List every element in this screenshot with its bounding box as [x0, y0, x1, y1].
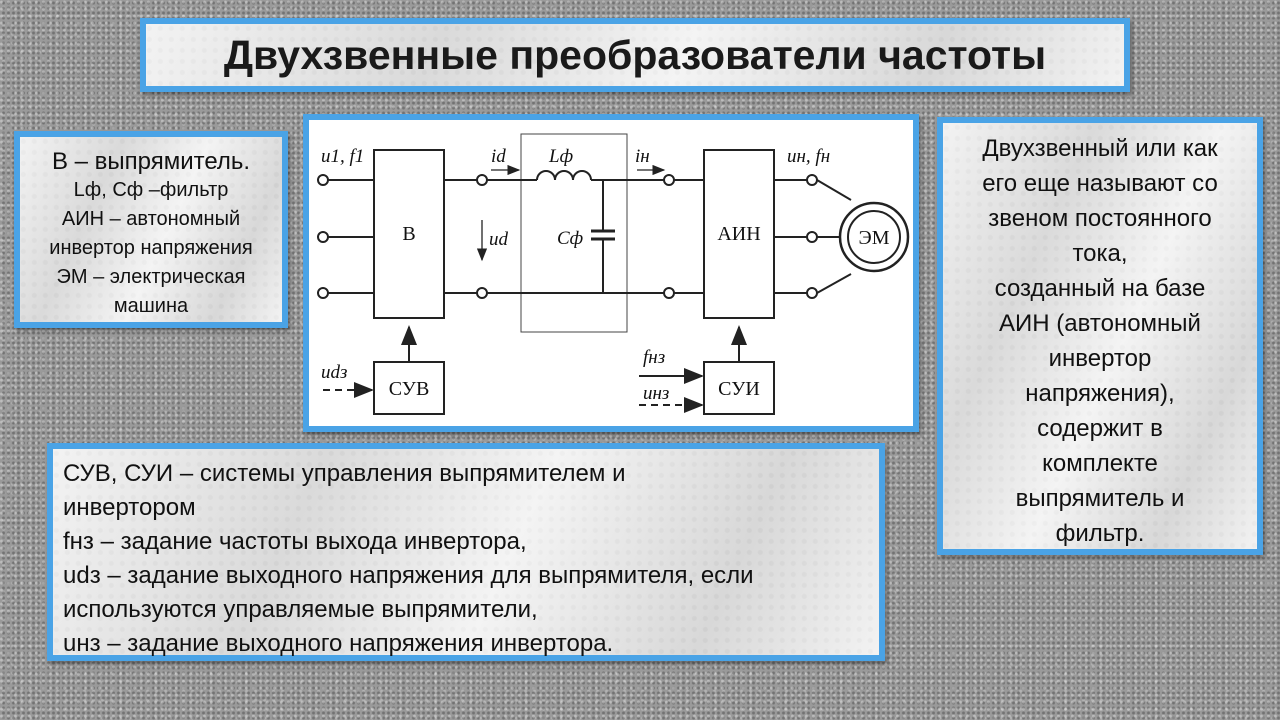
legend-line-filter: Lф, Сф –фильтр	[73, 179, 229, 201]
legend-line-machine: ЭМ – электрическая	[56, 266, 246, 288]
description-box: Двухзвенный или как его еще называют со …	[937, 117, 1263, 555]
input-label: u1, f1	[321, 146, 364, 167]
description-line: Двухзвенный или как	[982, 135, 1218, 162]
legend-line-machine-2: машина	[113, 295, 189, 317]
ud-label: ud	[489, 229, 509, 250]
description-line: тока,	[1072, 240, 1128, 267]
legend-line-inverter-2: инвертор напряжения	[49, 237, 253, 259]
title-box: Двухзвенные преобразователи частоты	[140, 18, 1130, 92]
notation-line: uнз – задание выходного напряжения инвер…	[63, 630, 614, 657]
unz-label: uнз	[643, 383, 669, 404]
input-terminal-3	[317, 287, 329, 299]
notation-line: инвертором	[63, 494, 196, 521]
dc-terminal-top-2	[663, 174, 675, 186]
machine-label: ЭМ	[859, 227, 890, 249]
description-line: звеном постоянного	[988, 205, 1212, 232]
fnz-label: fнз	[643, 347, 665, 368]
notation-line: СУВ, СУИ – системы управления выпрямител…	[63, 460, 626, 487]
dc-terminal-top-1	[476, 174, 488, 186]
rect-control-label: СУВ	[389, 378, 430, 400]
output-terminal-2	[806, 231, 818, 243]
circuit-diagram: В АИН	[303, 114, 919, 432]
description-line: его еще называют со	[982, 170, 1218, 197]
input-terminal-1	[317, 174, 329, 186]
description-line: напряжения),	[1025, 380, 1175, 407]
description-line: созданный на базе	[994, 275, 1206, 302]
inv-control-label: СУИ	[718, 378, 760, 400]
dc-terminal-bottom-2	[663, 287, 675, 299]
id-label: id	[491, 146, 506, 167]
output-terminal-3	[806, 287, 818, 299]
filter-box	[520, 133, 628, 333]
page-title: Двухзвенные преобразователи частоты	[223, 31, 1047, 78]
output-label: uн, fн	[787, 146, 830, 167]
description-line: комплекте	[1042, 450, 1158, 477]
in-label: iн	[635, 146, 650, 167]
capacitor-label: Cф	[557, 228, 583, 249]
inductor	[536, 170, 592, 181]
inductor-label: Lф	[548, 146, 573, 167]
rectifier-block	[373, 149, 445, 319]
inverter-block	[703, 149, 775, 319]
rectifier-label: В	[402, 223, 415, 245]
notation-line: udз – задание выходного напряжения для в…	[63, 562, 754, 589]
machine-wire-3	[816, 273, 852, 294]
machine-wire-1	[816, 179, 852, 201]
legend-line-rectifier: В – выпрямитель.	[51, 148, 251, 175]
output-terminal-1	[806, 174, 818, 186]
description-line: АИН (автономный	[999, 310, 1201, 337]
description-line: фильтр.	[1055, 520, 1145, 547]
notation-line: используются управляемые выпрямители,	[63, 596, 538, 623]
inverter-label: АИН	[717, 223, 760, 245]
legend-line-inverter: АИН – автономный	[61, 208, 241, 230]
legend-box: В – выпрямитель. Lф, Сф –фильтр АИН – ав…	[14, 131, 288, 328]
dc-terminal-bottom-1	[476, 287, 488, 299]
machine-circle-inner	[847, 210, 901, 264]
circuit-svg: В АИН	[317, 133, 910, 415]
description-line: выпрямитель и	[1015, 485, 1185, 512]
description-line: инвертор	[1048, 345, 1152, 372]
input-terminal-2	[317, 231, 329, 243]
description-line: содержит в	[1037, 415, 1163, 442]
inv-control-block	[703, 361, 775, 415]
notation-box: СУВ, СУИ – системы управления выпрямител…	[47, 443, 885, 661]
udz-label: udз	[321, 362, 347, 383]
notation-line: fнз – задание частоты выхода инвертора,	[63, 528, 527, 555]
